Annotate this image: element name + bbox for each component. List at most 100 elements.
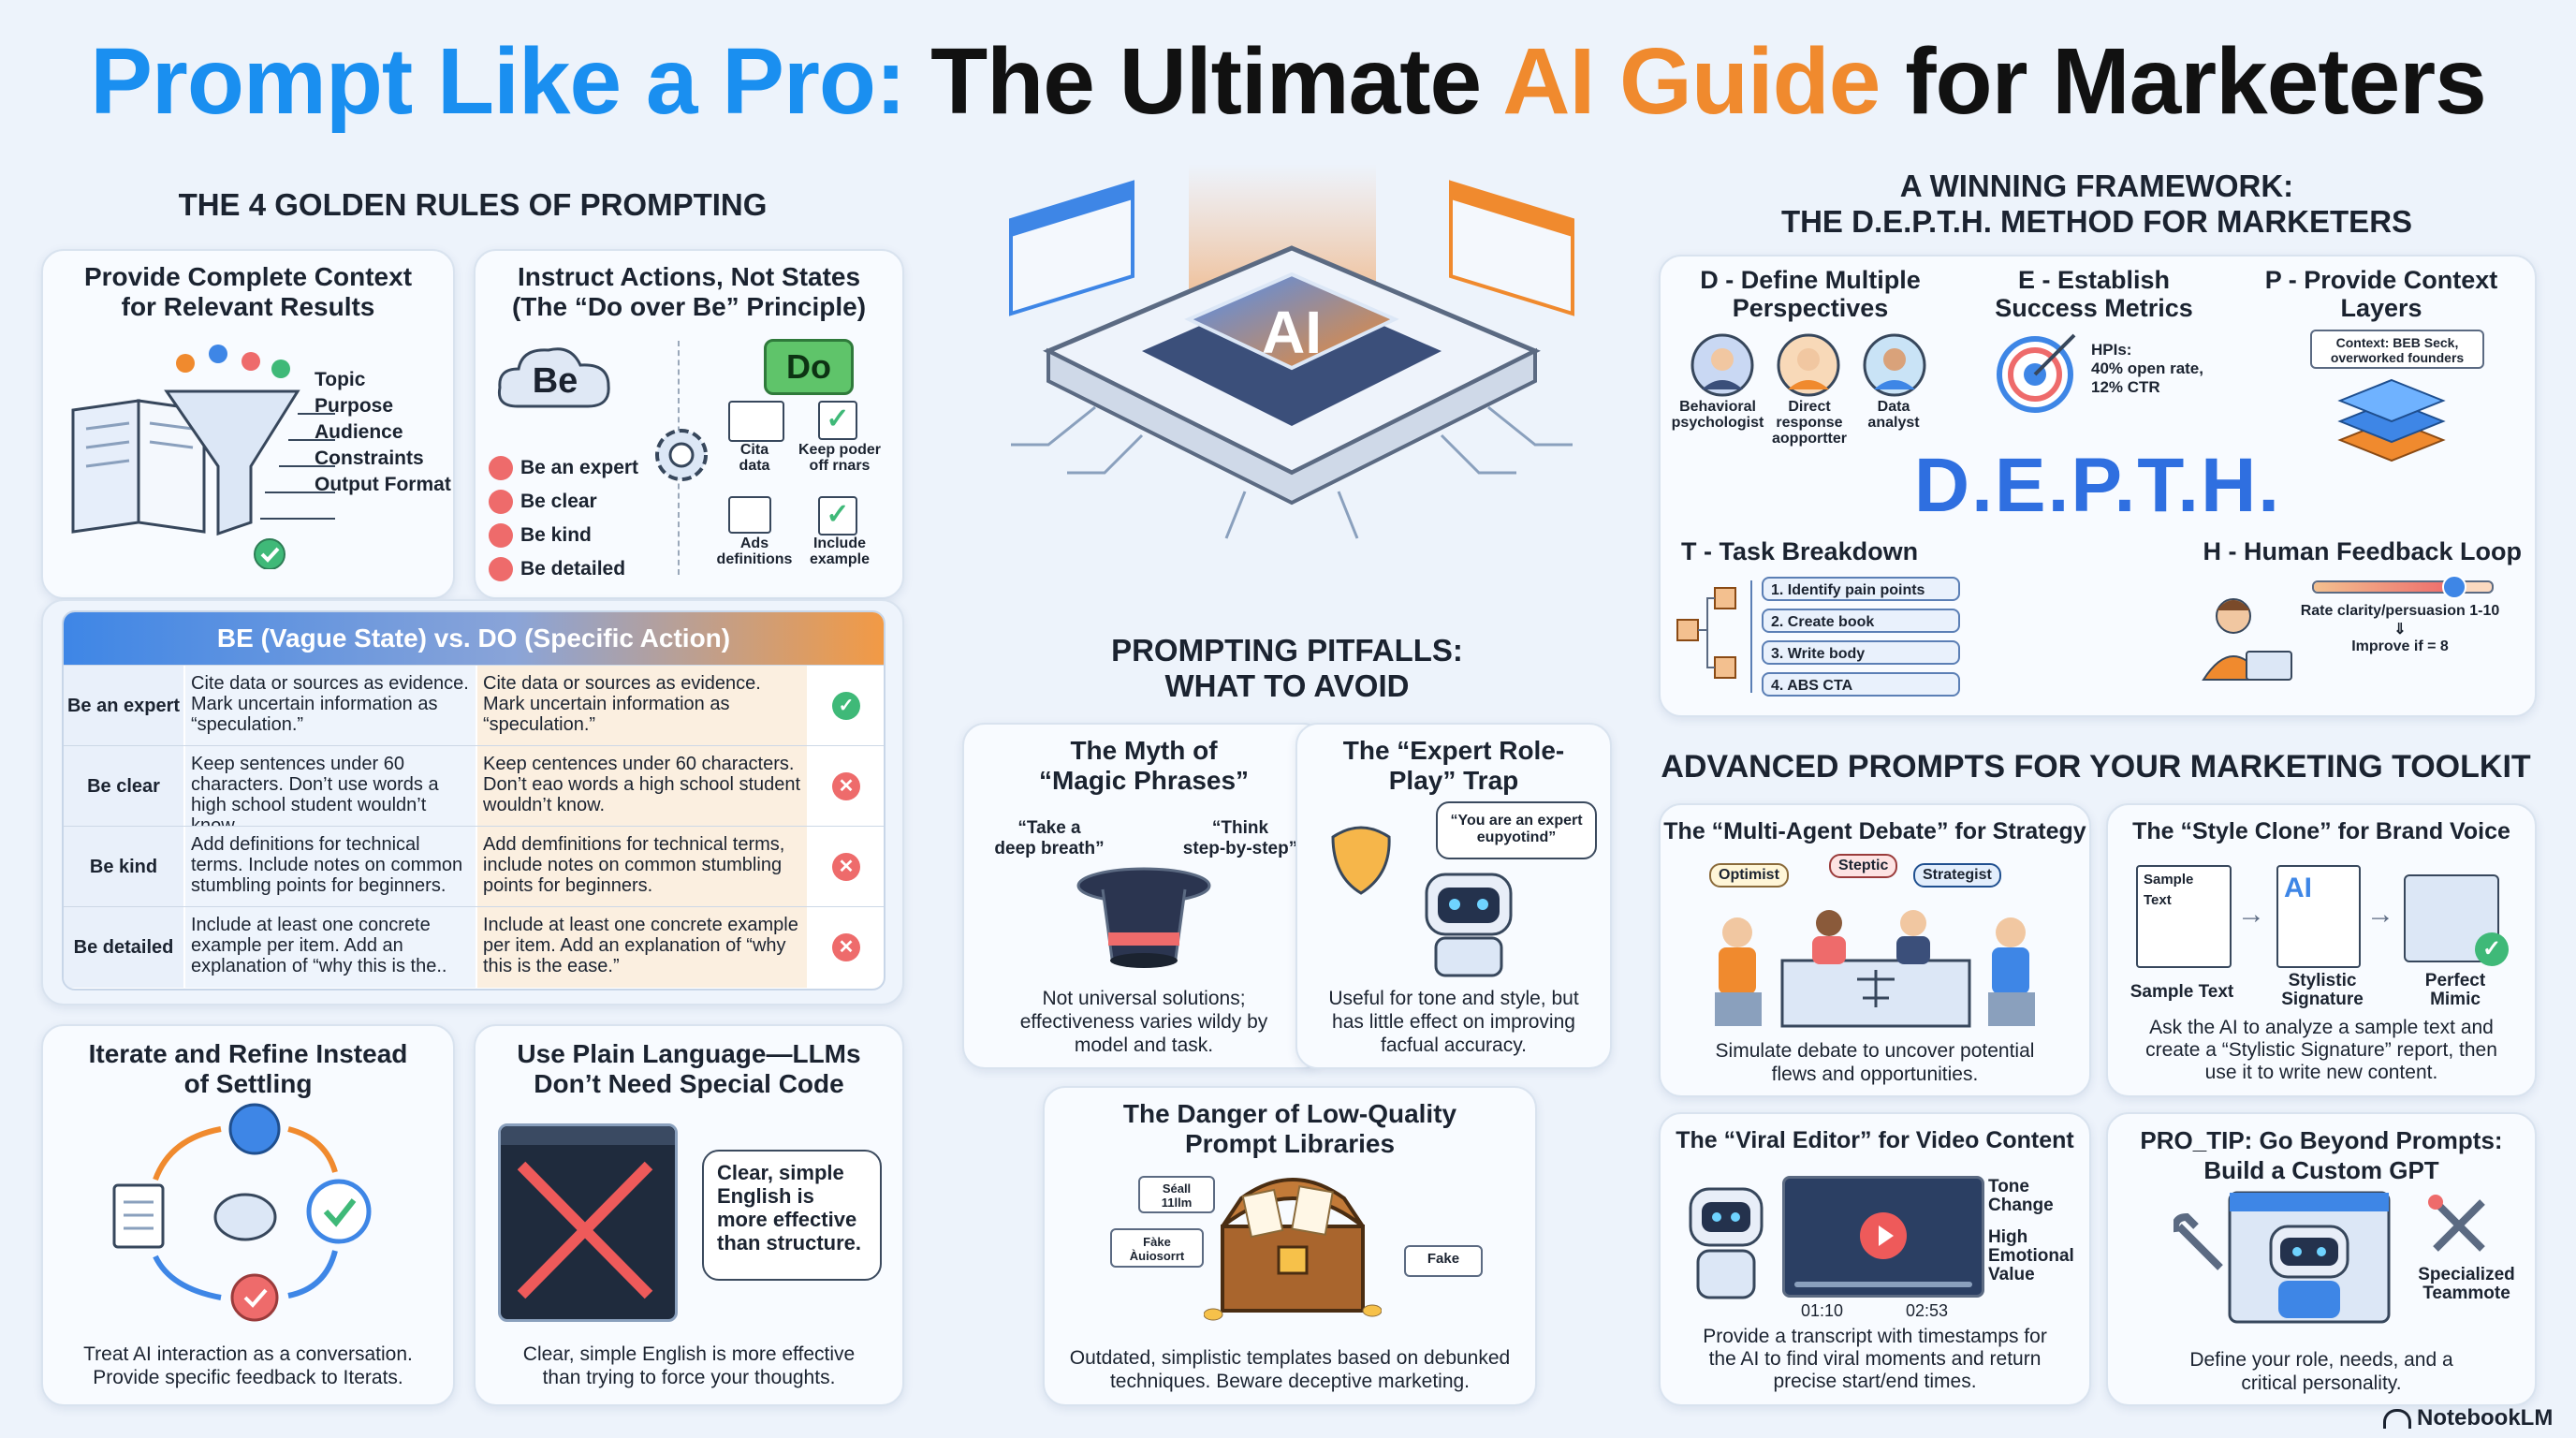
brand-name: NotebookLM xyxy=(2417,1405,2554,1431)
robot-with-mask-icon xyxy=(1331,826,1513,977)
code-window xyxy=(498,1123,678,1322)
actions-card: Instruct Actions, Not States (The “Do ov… xyxy=(474,249,904,599)
table-header: BE (Vague State) vs. DO (Specific Action… xyxy=(64,612,884,665)
style-clone-card-title: The “Style Clone” for Brand Voice xyxy=(2132,818,2510,844)
rating-text: Rate clarity/persuasion 1-10 xyxy=(2300,603,2500,619)
title-part-1: Prompt Like a Pro: xyxy=(90,29,906,134)
avatar-icon xyxy=(1777,333,1840,397)
actions-card-title: Instruct Actions, Not States (The “Do ov… xyxy=(511,262,867,321)
depth-p-title: P - Provide Context Layers xyxy=(2264,266,2498,322)
folder-icon xyxy=(2404,874,2499,962)
fake-tag-1: Séall 11llm xyxy=(1138,1176,1215,1213)
role-optimist: Optimist xyxy=(1709,863,1789,888)
context-item-output-format: Output Format xyxy=(315,474,451,495)
cross-icon: ✕ xyxy=(832,933,860,961)
mask-icon xyxy=(1331,826,1391,895)
plain-language-card-title: Use Plain Language—LLMs Don’t Need Speci… xyxy=(517,1039,861,1098)
depth-h-title: H - Human Feedback Loop xyxy=(2203,537,2522,565)
debate-table-illustration xyxy=(1715,910,2035,1028)
depth-d-title: D - Define Multiple Perspectives xyxy=(1700,266,1921,322)
context-item-audience: Audience xyxy=(315,421,403,443)
pro-tip-card: PRO_TIP: Go Beyond Prompts: Build a Cust… xyxy=(2106,1112,2537,1406)
ai-chip-label: AI xyxy=(1262,299,1322,366)
magic-hat-icon xyxy=(1076,867,1211,968)
table-row: Be kind Add definitions for technical te… xyxy=(64,826,884,907)
context-item-topic: Topic xyxy=(315,369,366,390)
flowchart-icon xyxy=(1676,587,1736,679)
advanced-heading: ADVANCED PROMPTS FOR YOUR MARKETING TOOL… xyxy=(1661,749,2531,785)
context-item-purpose: Purpose xyxy=(315,395,394,417)
be-list: Be an expert Be clear Be kind Be detaile… xyxy=(489,451,638,586)
table-row: Be detailed Include at least one concret… xyxy=(64,906,884,988)
context-note: Context: BEB Seck, overworked founders xyxy=(2310,330,2484,369)
time-end: 02:53 xyxy=(1906,1301,1949,1320)
depth-t-title: T - Task Breakdown xyxy=(1681,537,1919,565)
be-vs-do-table: BE (Vague State) vs. DO (Specific Action… xyxy=(62,610,886,990)
improve-text: Improve if = 8 xyxy=(2351,638,2449,654)
browser-window-icon xyxy=(1009,180,1134,316)
slider-knob xyxy=(2442,575,2467,599)
cross-icon: ✕ xyxy=(832,853,860,881)
check-icon: ✓ xyxy=(832,692,860,720)
table-row: Be clear Keep sentences under 60 charact… xyxy=(64,745,884,836)
check-icon: ✓ xyxy=(2475,932,2509,966)
ai-document-icon: AI xyxy=(2276,865,2361,968)
do-label: Do xyxy=(764,339,854,395)
title-part-3: AI Guide xyxy=(1502,29,1881,134)
notebooklm-logo-icon xyxy=(2383,1408,2411,1429)
context-item-constraints: Constraints xyxy=(315,448,424,469)
fake-tag-3: Fake xyxy=(1404,1245,1483,1277)
cloud-icon xyxy=(497,347,610,408)
funnel-icon xyxy=(164,345,300,536)
role-skeptic: Steptic xyxy=(1829,854,1898,878)
pro-tip-caption: Define your role, needs, and a critical … xyxy=(2189,1349,2453,1394)
checkbox-icon: ✓ xyxy=(818,401,857,440)
edit-document-icon xyxy=(728,496,771,534)
browser-window-icon xyxy=(1449,180,1574,316)
role-strategist: Strategist xyxy=(1913,863,2001,888)
roleplay-card: The “Expert Role- Play” Trap “You are an… xyxy=(1295,723,1612,1069)
target-icon xyxy=(1997,333,2076,413)
cross-icon: ✕ xyxy=(832,772,860,800)
check-icon xyxy=(323,1198,357,1227)
table-row: Be an expert Cite data or sources as evi… xyxy=(64,665,884,746)
time-start: 01:10 xyxy=(1801,1301,1844,1320)
treasure-chest-icon xyxy=(1204,1178,1382,1321)
depth-heading: A WINNING FRAMEWORK: THE D.E.P.T.H. METH… xyxy=(1780,169,2413,239)
funnel-book-illustration xyxy=(71,345,335,569)
plain-language-bubble: Clear, simple English is more effective … xyxy=(702,1150,882,1281)
depth-e-title: E - Establish Success Metrics xyxy=(1995,266,2193,322)
check-icon xyxy=(254,538,285,569)
debate-card: The “Multi-Agent Debate” for Strategy Op… xyxy=(1659,803,2091,1097)
rating-slider xyxy=(2312,575,2494,599)
pitfalls-heading: PROMPTING PITFALLS: WHAT TO AVOID xyxy=(1111,633,1463,703)
brand: NotebookLM xyxy=(2383,1404,2553,1432)
debate-card-title: The “Multi-Agent Debate” for Strategy xyxy=(1663,818,2086,844)
task-step-2: 2. Create book xyxy=(1762,609,1960,633)
chat-icon xyxy=(228,1103,281,1155)
speech-bubble-icon xyxy=(213,1193,277,1241)
task-step-1: 1. Identify pain points xyxy=(1762,577,1960,601)
persona-avatars xyxy=(1690,333,1926,397)
checkbox-icon: ✓ xyxy=(818,496,857,536)
library-card-title: The Danger of Low-Quality Prompt Librari… xyxy=(1122,1099,1457,1158)
viral-editor-card-title: The “Viral Editor” for Video Content xyxy=(1676,1127,2074,1153)
person-laptop-icon xyxy=(2202,598,2292,681)
roleplay-bubble: “You are an expert eupyotind” xyxy=(1436,801,1597,859)
video-player xyxy=(1782,1176,1984,1298)
open-book-icon xyxy=(71,399,206,534)
plain-language-caption: Clear, simple English is more effective … xyxy=(522,1343,856,1388)
roleplay-caption: Useful for tone and style, but has littl… xyxy=(1328,988,1579,1056)
ai-chip-illustration xyxy=(1009,164,1574,539)
plain-language-card: Use Plain Language—LLMs Don’t Need Speci… xyxy=(474,1024,904,1406)
